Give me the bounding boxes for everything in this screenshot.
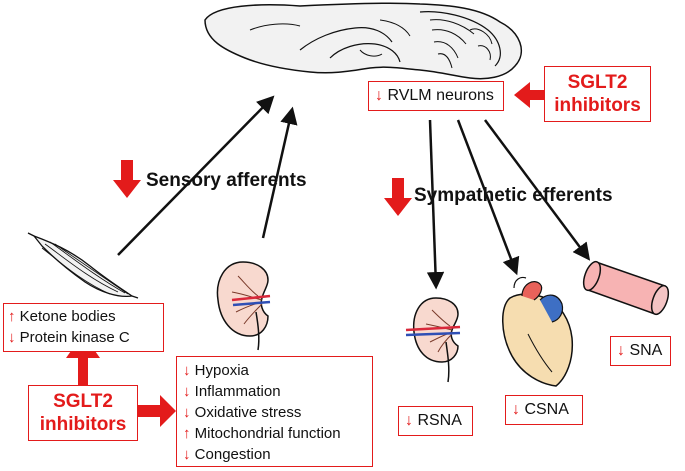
kidney-icon bbox=[405, 297, 461, 383]
list-item: ↑ Ketone bodies bbox=[8, 306, 163, 327]
csna-box: ↓ CSNA bbox=[505, 395, 583, 425]
ketone-bodies-label: Ketone bodies bbox=[19, 308, 116, 325]
rvlm-neurons-box: ↓ RVLM neurons bbox=[368, 81, 504, 111]
muscle-icon bbox=[27, 232, 139, 299]
decrease-arrow: ↓ bbox=[512, 401, 520, 418]
brain-icon bbox=[204, 2, 522, 80]
mitochondrial-function-label: Mitochondrial function bbox=[194, 425, 341, 442]
list-item: ↑ Mitochondrial function bbox=[183, 423, 372, 444]
list-item: ↓ Hypoxia bbox=[183, 360, 372, 381]
protein-kinase-c-label: Protein kinase C bbox=[19, 329, 130, 346]
kidney-afferent-arrow bbox=[261, 106, 298, 239]
kidney-icon bbox=[216, 261, 271, 351]
sglt2-label: SGLT2 bbox=[567, 72, 628, 93]
list-item: ↓ Protein kinase C bbox=[8, 327, 163, 348]
muscle-effects-box: ↑ Ketone bodies ↓ Protein kinase C bbox=[3, 303, 164, 352]
kidney-effects-box: ↓ Hypoxia ↓ Inflammation ↓ Oxidative str… bbox=[176, 356, 373, 467]
list-item: ↓ Congestion bbox=[183, 444, 372, 465]
sna-box: ↓ SNA bbox=[610, 336, 671, 366]
down-arrow-icon bbox=[384, 178, 412, 216]
decrease-arrow: ↓ bbox=[617, 342, 625, 359]
inflammation-label: Inflammation bbox=[194, 383, 281, 400]
decrease-arrow: ↓ bbox=[183, 446, 191, 463]
increase-arrow: ↑ bbox=[8, 308, 16, 325]
decrease-arrow: ↓ bbox=[183, 404, 191, 421]
block-arrow-icon bbox=[514, 82, 544, 108]
decrease-arrow: ↓ bbox=[183, 383, 191, 400]
list-item: ↓ Oxidative stress bbox=[183, 402, 372, 423]
inhibitors-label: inhibitors bbox=[554, 95, 641, 116]
sensory-afferents-heading: Sensory afferents bbox=[146, 170, 307, 191]
csna-label: CSNA bbox=[524, 401, 569, 418]
inhibitors-label: inhibitors bbox=[39, 414, 127, 435]
rvlm-label: RVLM neurons bbox=[387, 87, 494, 104]
heart-icon bbox=[502, 276, 574, 387]
oxidative-stress-label: Oxidative stress bbox=[194, 404, 302, 421]
sglt2-inhibitors-top-box: SGLT2 inhibitors bbox=[544, 66, 651, 122]
muscle-afferent-arrow bbox=[117, 95, 275, 256]
sna-efferent-arrow bbox=[483, 119, 591, 261]
rsna-label: RSNA bbox=[417, 412, 462, 429]
blood-vessel-icon bbox=[582, 260, 670, 316]
hypoxia-label: Hypoxia bbox=[194, 362, 249, 379]
decrease-arrow: ↓ bbox=[405, 412, 413, 429]
rsna-efferent-arrow bbox=[426, 119, 445, 290]
decrease-arrow: ↓ bbox=[375, 87, 383, 104]
decrease-arrow: ↓ bbox=[8, 329, 16, 346]
congestion-label: Congestion bbox=[194, 446, 271, 463]
block-arrow-icon bbox=[138, 395, 176, 427]
increase-arrow: ↑ bbox=[183, 425, 191, 442]
down-arrow-icon bbox=[113, 160, 141, 198]
list-item: ↓ Inflammation bbox=[183, 381, 372, 402]
sna-label: SNA bbox=[629, 342, 663, 359]
sglt2-label: SGLT2 bbox=[53, 391, 113, 412]
decrease-arrow: ↓ bbox=[183, 362, 191, 379]
sympathetic-efferents-heading: Sympathetic efferents bbox=[414, 185, 613, 206]
rsna-box: ↓ RSNA bbox=[398, 406, 473, 436]
csna-efferent-arrow bbox=[456, 119, 520, 276]
sglt2-inhibitors-bottom-box: SGLT2 inhibitors bbox=[28, 385, 138, 441]
